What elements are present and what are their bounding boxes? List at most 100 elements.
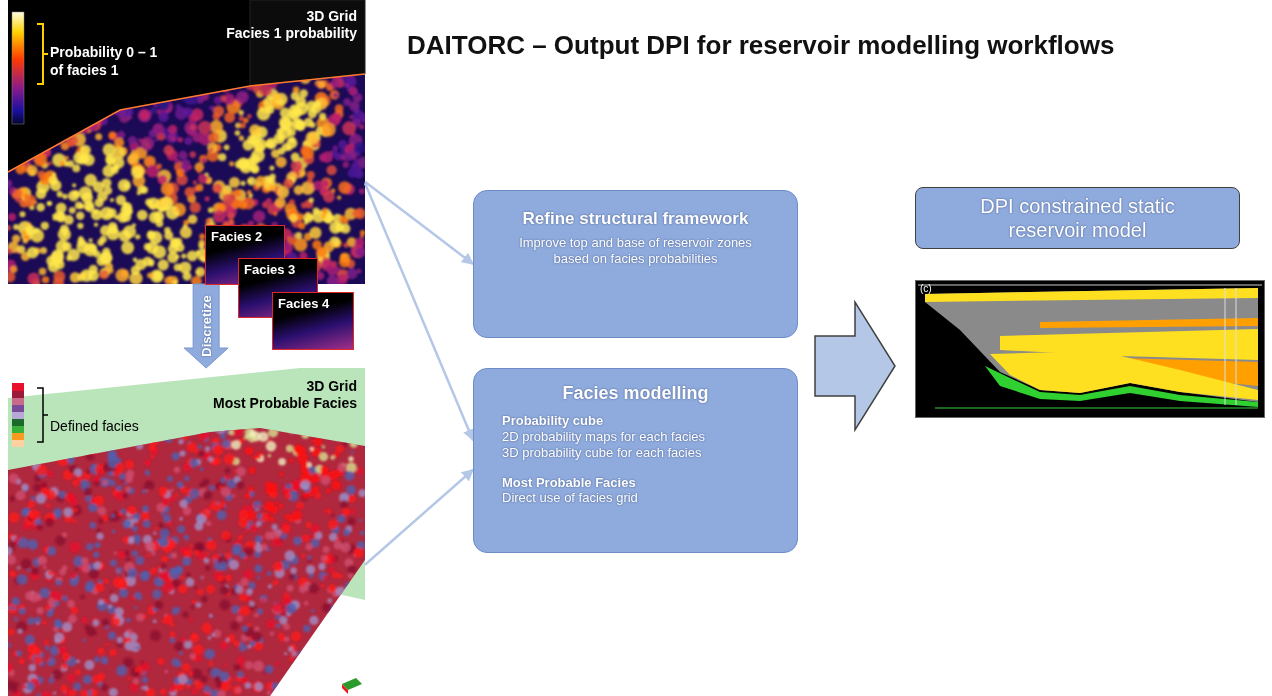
texture-dot [332, 151, 338, 157]
texture-dot [275, 662, 279, 666]
texture-dot [16, 491, 26, 501]
texture-dot [27, 110, 38, 121]
texture-dot [210, 689, 218, 696]
texture-dot [46, 503, 50, 507]
texture-dot [302, 493, 308, 499]
texture-dot [239, 116, 244, 121]
texture-dot [55, 622, 62, 629]
texture-dot [324, 509, 328, 513]
texture-dot [142, 490, 146, 494]
texture-dot [220, 641, 228, 649]
texture-dot [271, 149, 280, 158]
texture-dot [17, 537, 28, 548]
texture-dot [47, 161, 51, 165]
texture-dot [280, 118, 293, 131]
texture-dot [291, 510, 302, 521]
texture-dot [342, 161, 349, 168]
texture-dot [327, 598, 332, 603]
texture-dot [261, 544, 267, 550]
texture-dot [135, 234, 140, 239]
texture-dot [289, 458, 294, 463]
texture-dot [175, 254, 179, 258]
texture-dot [66, 454, 74, 462]
texture-dot [187, 427, 190, 430]
texture-dot [38, 451, 45, 458]
texture-dot [240, 588, 245, 593]
texture-dot [222, 439, 231, 448]
texture-dot [360, 665, 370, 675]
texture-dot [41, 126, 52, 137]
texture-dot [143, 74, 149, 80]
texture-dot [323, 575, 328, 580]
texture-dot [47, 657, 56, 666]
texture-dot [93, 551, 99, 557]
texture-dot [221, 681, 231, 691]
texture-dot [36, 188, 47, 199]
texture-dot [247, 623, 251, 627]
texture-dot [161, 556, 167, 562]
texture-dot [81, 480, 86, 485]
texture-dot [268, 584, 272, 588]
texture-dot [125, 460, 134, 469]
texture-dot [248, 582, 255, 589]
texture-dot [57, 438, 62, 443]
texture-dot [327, 640, 331, 644]
texture-dot [12, 235, 21, 244]
texture-dot [317, 661, 321, 665]
texture-dot [304, 118, 313, 127]
texture-dot [311, 609, 315, 613]
texture-dot [285, 493, 291, 499]
texture-dot [163, 615, 173, 625]
texture-dot [184, 137, 192, 145]
probability-colorbar [12, 12, 24, 124]
texture-dot [54, 601, 60, 607]
texture-dot [234, 664, 241, 671]
texture-dot [152, 439, 156, 443]
texture-dot [273, 212, 277, 216]
texture-dot [150, 86, 158, 94]
texture-dot [34, 134, 42, 142]
texture-dot [311, 680, 319, 688]
texture-dot [224, 663, 227, 666]
texture-dot [13, 189, 23, 199]
texture-dot [310, 439, 313, 442]
texture-dot [338, 462, 348, 472]
texture-dot [172, 658, 180, 666]
texture-dot [69, 207, 76, 214]
texture-dot [38, 132, 51, 145]
texture-dot [25, 453, 29, 457]
texture-dot [239, 136, 244, 141]
texture-dot [74, 111, 86, 123]
texture-dot [25, 225, 35, 235]
texture-dot [171, 552, 177, 558]
texture-dot [89, 95, 97, 103]
texture-dot [128, 568, 138, 578]
texture-dot [162, 83, 175, 96]
texture-dot [183, 224, 188, 229]
texture-dot [302, 534, 309, 541]
texture-dot [324, 691, 331, 696]
texture-dot [154, 600, 163, 609]
texture-dot [163, 73, 174, 84]
texture-dot [121, 479, 124, 482]
texture-dot [124, 641, 134, 651]
texture-dot [155, 431, 159, 435]
texture-dot [239, 644, 247, 652]
texture-dot [57, 191, 63, 197]
texture-dot [98, 507, 107, 516]
texture-dot [9, 137, 21, 149]
texture-dot [230, 621, 239, 630]
texture-dot [307, 555, 311, 559]
texture-dot [67, 600, 75, 608]
texture-dot [344, 669, 348, 673]
texture-dot [338, 639, 348, 649]
texture-dot [28, 511, 36, 519]
texture-dot [54, 96, 58, 100]
texture-dot [286, 445, 293, 452]
texture-dot [17, 574, 28, 585]
texture-dot [83, 675, 92, 684]
texture-dot [213, 113, 220, 120]
texture-dot [36, 524, 42, 530]
texture-dot [228, 677, 233, 682]
texture-dot [131, 266, 140, 275]
